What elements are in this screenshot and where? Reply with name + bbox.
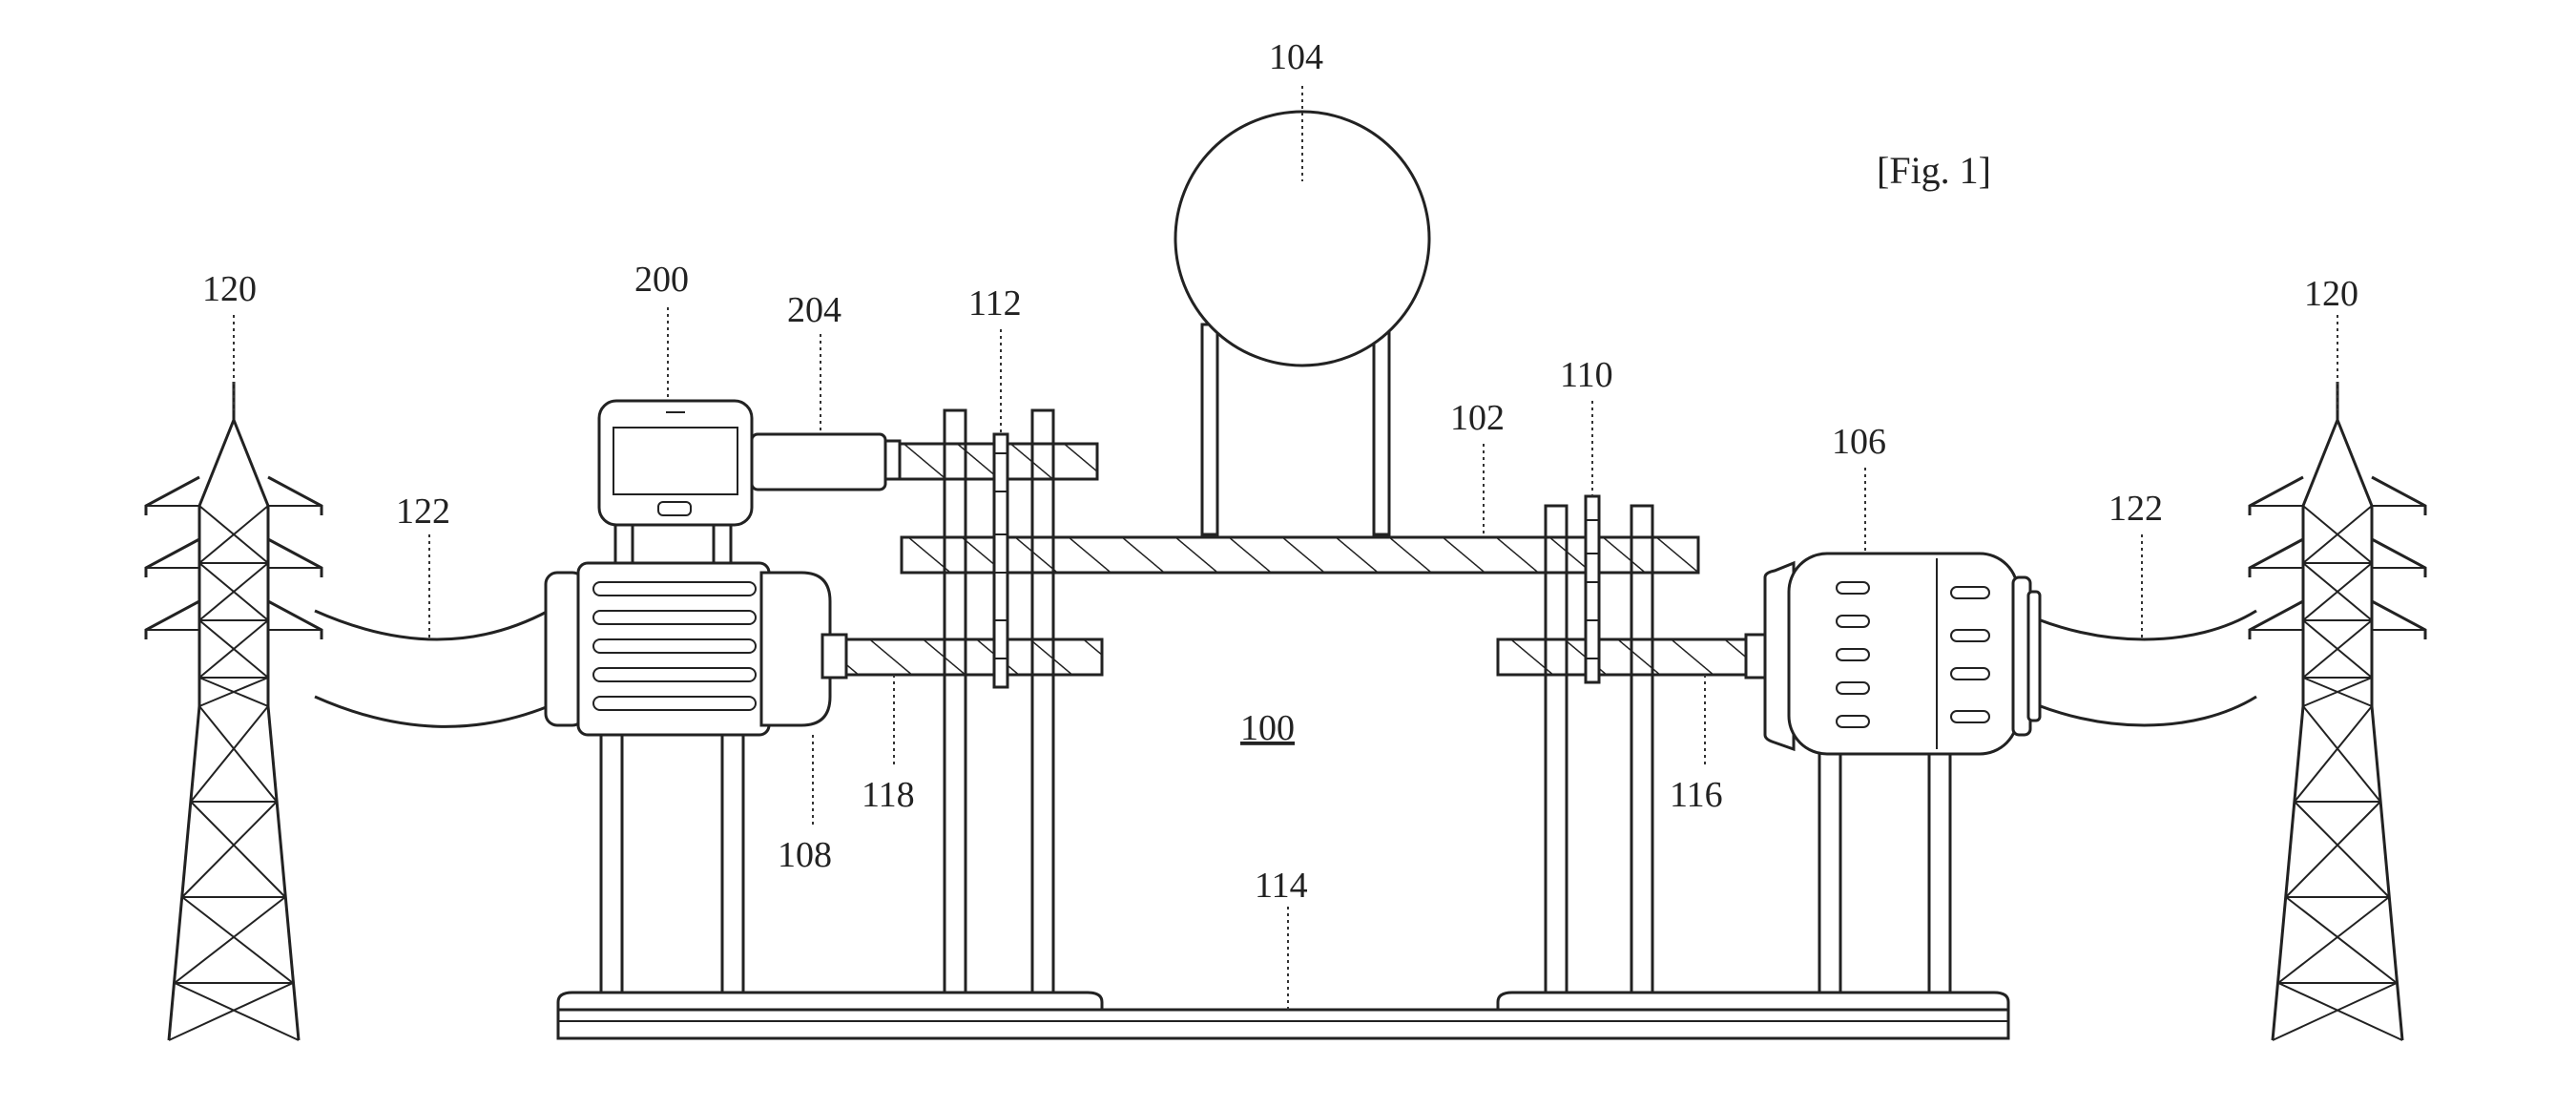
coupling-112-marks (994, 452, 1008, 659)
motor-106 (1744, 552, 2042, 756)
monitor-200 (597, 399, 754, 527)
reference-numerals: 104 200 204 112 110 102 106 120 120 122 … (202, 37, 2358, 906)
label-200: 200 (634, 260, 689, 300)
shaft-116 (1496, 638, 1748, 677)
label-110: 110 (1560, 355, 1613, 395)
vessel-104 (1174, 110, 1431, 367)
transmission-tower-right (2248, 380, 2427, 1042)
transmission-tower-left (144, 380, 323, 1042)
label-114: 114 (1255, 866, 1308, 906)
label-104: 104 (1269, 37, 1323, 77)
label-120-right: 120 (2304, 274, 2358, 314)
label-116: 116 (1670, 775, 1723, 815)
label-122-right: 122 (2109, 489, 2163, 529)
power-cables-left (314, 609, 550, 728)
shaft-118 (842, 638, 1104, 677)
power-cables-right (2017, 609, 2257, 727)
label-118: 118 (862, 775, 915, 815)
main-shaft (900, 535, 1700, 575)
label-120-left: 120 (202, 269, 257, 309)
coupling-110 (1584, 494, 1601, 684)
coupling-112 (992, 432, 1009, 689)
sensor-probe-204 (750, 432, 902, 491)
label-122-left: 122 (396, 491, 450, 532)
label-106: 106 (1832, 422, 1886, 462)
label-100: 100 (1240, 708, 1295, 748)
coupling-110-marks (1586, 519, 1599, 659)
label-204: 204 (787, 290, 841, 330)
base-frame (556, 991, 2010, 1040)
label-108: 108 (778, 835, 832, 875)
label-102: 102 (1450, 398, 1505, 438)
leader-lines (233, 86, 2338, 1012)
label-112: 112 (968, 283, 1022, 324)
figure-title: [Fig. 1] (1877, 149, 1991, 192)
generator-108 (544, 561, 848, 737)
